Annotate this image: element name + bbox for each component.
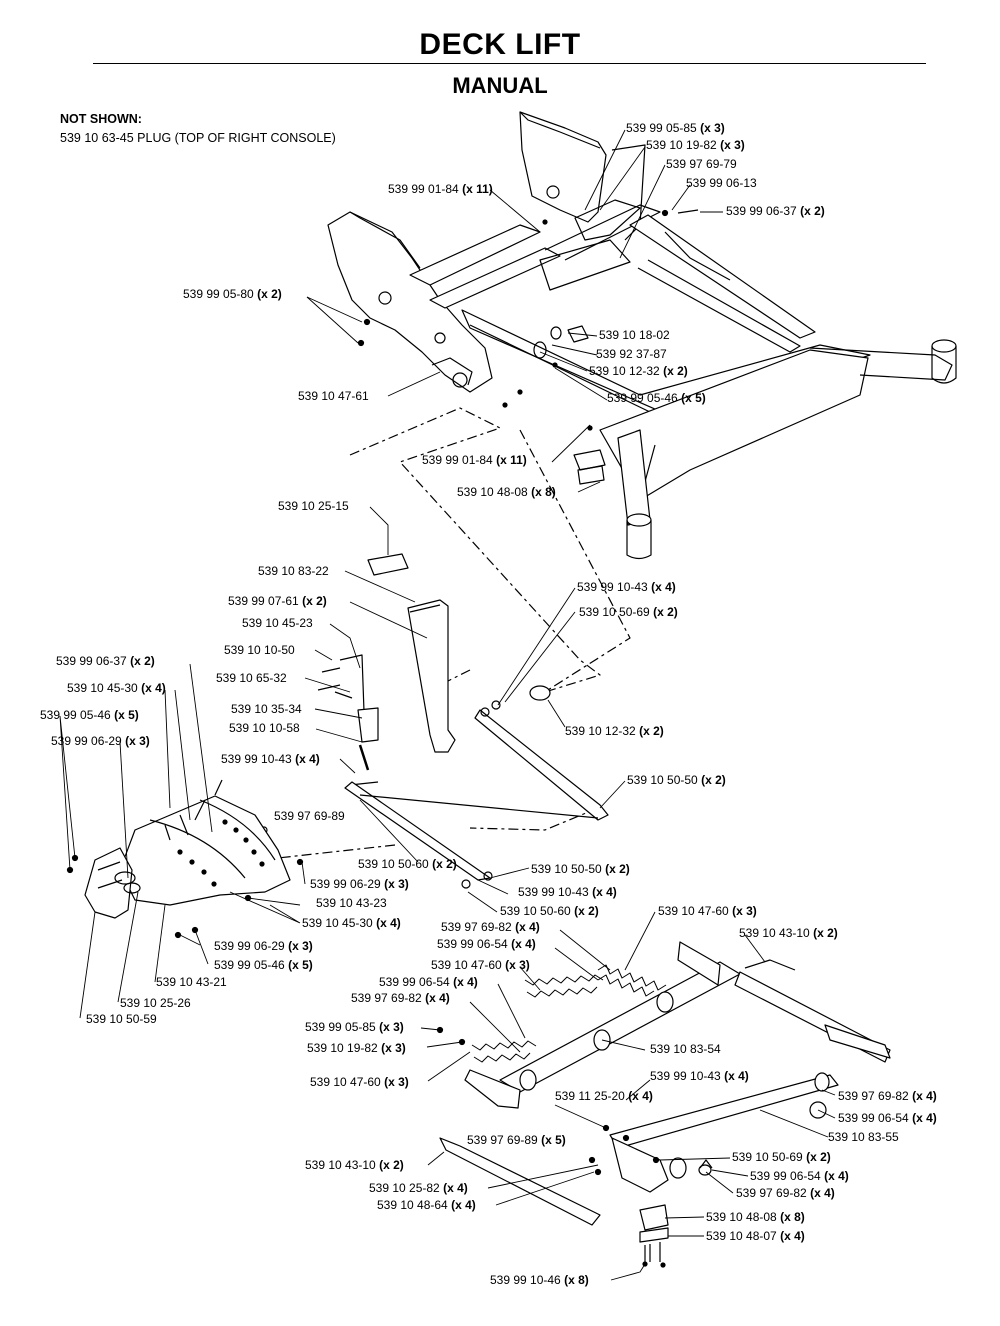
- callout-label: 539 99 06-13: [686, 176, 757, 190]
- callout-label: 539 10 45-30 (x 4): [67, 681, 166, 695]
- title-divider: [93, 63, 926, 64]
- callout-label: 539 99 05-85 (x 3): [305, 1020, 404, 1034]
- callout-label: 539 10 83-22: [258, 564, 329, 578]
- leader-lines: [59, 129, 836, 1281]
- callout-label: 539 99 10-43 (x 4): [518, 885, 617, 899]
- frame-assembly: [327, 111, 957, 560]
- callout-label: 539 99 10-43 (x 4): [221, 752, 320, 766]
- not-shown-item: 539 10 63-45 PLUG (TOP OF RIGHT CONSOLE): [60, 131, 336, 145]
- callout-label: 539 97 69-82 (x 4): [838, 1089, 937, 1103]
- callout-label: 539 97 69-89: [274, 809, 345, 823]
- callout-label: 539 99 01-84 (x 11): [422, 453, 527, 467]
- callout-label: 539 10 50-59: [86, 1012, 157, 1026]
- callout-label: 539 99 06-37 (x 2): [726, 204, 825, 218]
- not-shown-heading: NOT SHOWN:: [60, 112, 142, 126]
- callout-label: 539 10 19-82 (x 3): [307, 1041, 406, 1055]
- callout-label: 539 99 06-54 (x 4): [750, 1169, 849, 1183]
- callout-label: 539 97 69-82 (x 4): [351, 991, 450, 1005]
- callout-label: 539 10 47-61: [298, 389, 369, 403]
- callout-label: 539 99 10-46 (x 8): [490, 1273, 589, 1287]
- callout-label: 539 10 48-64 (x 4): [377, 1198, 476, 1212]
- callout-label: 539 99 05-46 (x 5): [214, 958, 313, 972]
- callout-label: 539 10 50-69 (x 2): [579, 605, 678, 619]
- callout-label: 539 99 05-85 (x 3): [626, 121, 725, 135]
- callout-label: 539 10 25-82 (x 4): [369, 1181, 468, 1195]
- callout-label: 539 99 10-43 (x 4): [650, 1069, 749, 1083]
- callout-label: 539 10 83-55: [828, 1130, 899, 1144]
- callout-label: 539 99 06-54 (x 4): [437, 937, 536, 951]
- callout-label: 539 99 06-29 (x 3): [310, 877, 409, 891]
- callout-label: 539 99 06-37 (x 2): [56, 654, 155, 668]
- callout-label: 539 97 69-82 (x 4): [441, 920, 540, 934]
- callout-label: 539 10 43-23: [316, 896, 387, 910]
- callout-label: 539 10 19-82 (x 3): [646, 138, 745, 152]
- callout-label: 539 10 50-50 (x 2): [627, 773, 726, 787]
- callout-label: 539 99 05-80 (x 2): [183, 287, 282, 301]
- callout-label: 539 10 47-60 (x 3): [310, 1075, 409, 1089]
- callout-label: 539 99 06-29 (x 3): [51, 734, 150, 748]
- callout-label: 539 10 43-10 (x 2): [305, 1158, 404, 1172]
- callout-label: 539 10 48-08 (x 8): [457, 485, 556, 499]
- callout-label: 539 99 06-54 (x 4): [379, 975, 478, 989]
- assembly-lines: [259, 407, 631, 861]
- callout-label: 539 10 35-34: [231, 702, 302, 716]
- callout-label: 539 10 43-21: [156, 975, 227, 989]
- link-bars: [344, 685, 609, 889]
- callout-label: 539 97 69-79: [666, 157, 737, 171]
- callout-label: 539 10 25-15: [278, 499, 349, 513]
- callout-label: 539 11 25-20 (x 4): [555, 1089, 653, 1103]
- callout-label: 539 10 45-30 (x 4): [302, 916, 401, 930]
- callout-label: 539 99 01-84 (x 11): [388, 182, 493, 196]
- callout-label: 539 99 07-61 (x 2): [228, 594, 327, 608]
- callout-label: 539 99 06-54 (x 4): [838, 1111, 937, 1125]
- callout-label: 539 97 69-82 (x 4): [736, 1186, 835, 1200]
- callout-label: 539 97 69-89 (x 5): [467, 1133, 566, 1147]
- callout-label: 539 10 47-60 (x 3): [431, 958, 530, 972]
- callout-label: 539 99 05-46 (x 5): [40, 708, 139, 722]
- callout-label: 539 10 25-26: [120, 996, 191, 1010]
- callout-label: 539 99 10-43 (x 4): [577, 580, 676, 594]
- callout-label: 539 10 48-08 (x 8): [706, 1210, 805, 1224]
- callout-label: 539 10 50-69 (x 2): [732, 1150, 831, 1164]
- callout-label: 539 10 10-58: [229, 721, 300, 735]
- callout-label: 539 10 50-50 (x 2): [531, 862, 630, 876]
- callout-label: 539 99 05-46 (x 5): [607, 391, 706, 405]
- callout-label: 539 10 43-10 (x 2): [739, 926, 838, 940]
- callout-label: 539 99 06-29 (x 3): [214, 939, 313, 953]
- callout-label: 539 10 48-07 (x 4): [706, 1229, 805, 1243]
- callout-label: 539 10 18-02: [599, 328, 670, 342]
- callout-label: 539 10 50-60 (x 2): [500, 904, 599, 918]
- page-title: DECK LIFT: [419, 28, 581, 61]
- callout-label: 539 10 12-32 (x 2): [565, 724, 664, 738]
- callout-label: 539 10 47-60 (x 3): [658, 904, 757, 918]
- callout-label: 539 10 12-32 (x 2): [589, 364, 688, 378]
- pedal-assembly: [257, 553, 456, 845]
- callout-label: 539 10 45-23: [242, 616, 313, 630]
- callout-label: 539 92 37-87: [596, 347, 667, 361]
- callout-label: 539 10 10-50: [224, 643, 295, 657]
- callout-label: 539 10 83-54: [650, 1042, 721, 1056]
- callout-label: 539 10 65-32: [216, 671, 287, 685]
- quadrant-plate: [66, 779, 304, 939]
- page-subtitle: MANUAL: [452, 73, 548, 98]
- lower-rockshaft-assembly: [436, 941, 891, 1268]
- callout-label: 539 10 50-60 (x 2): [358, 857, 457, 871]
